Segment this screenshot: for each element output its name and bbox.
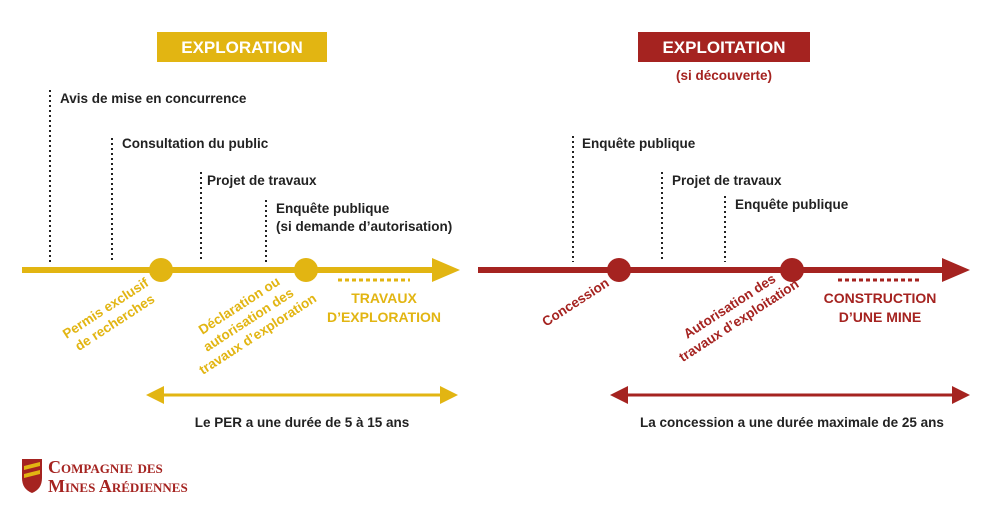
exploitation-axis-arrowhead — [942, 258, 970, 282]
milestone-label-autorisation: Autorisation des travaux d’exploitation — [676, 271, 801, 365]
milestone-dot-declaration — [294, 258, 318, 282]
exploitation-event-lines — [572, 136, 726, 262]
milestone-dot-concession — [607, 258, 631, 282]
exploitation-title: EXPLOITATION — [662, 38, 785, 57]
exploration-phase-label-line1: TRAVAUX — [351, 290, 417, 306]
logo: Compagnie des Mines Arédiennes — [22, 457, 188, 496]
exploitation-duration-arrowhead-right — [952, 386, 970, 404]
exploration-duration-arrowhead-left — [146, 386, 164, 404]
exploitation-title-box — [638, 32, 810, 62]
milestone-dot-per — [149, 258, 173, 282]
exploration-axis-arrowhead — [432, 258, 460, 282]
event-label-enquete-note: (si demande d’autorisation) — [276, 219, 452, 234]
event-label-projet-travaux: Projet de travaux — [672, 173, 782, 188]
milestone-label-concession: Concession — [539, 275, 611, 329]
logo-line-1: Compagnie des — [48, 457, 163, 477]
exploitation-duration-arrowhead-left — [610, 386, 628, 404]
milestone-label-declaration: Déclaration ou autorisation des travaux … — [196, 274, 319, 378]
event-label-enquete-publique: Enquête publique — [276, 201, 390, 216]
exploration-duration-arrowhead-right — [440, 386, 458, 404]
svg-text:Concession: Concession — [539, 275, 611, 329]
exploration-title: EXPLORATION — [181, 38, 303, 57]
exploitation-phase-label-line2: D’UNE MINE — [839, 309, 921, 325]
milestone-label-per: Permis exclusif de recherches — [60, 275, 157, 354]
exploitation-duration-label: La concession a une durée maximale de 25… — [640, 415, 944, 430]
logo-line-2: Mines Arédiennes — [48, 476, 188, 496]
exploitation-subtitle: (si découverte) — [676, 68, 772, 83]
event-label-avis: Avis de mise en concurrence — [60, 91, 247, 106]
event-label-enquete-publique-1: Enquête publique — [582, 136, 696, 151]
milestone-dot-autorisation — [780, 258, 804, 282]
event-label-consultation: Consultation du public — [122, 136, 269, 151]
exploitation-phase-label-line1: CONSTRUCTION — [824, 290, 937, 306]
shield-stripes — [24, 462, 40, 478]
event-label-enquete-publique-2: Enquête publique — [735, 197, 849, 212]
exploration-phase-label-line2: D’EXPLORATION — [327, 309, 441, 325]
exploration-event-lines — [49, 90, 267, 262]
exploration-duration-label: Le PER a une durée de 5 à 15 ans — [195, 415, 410, 430]
exploration-title-box — [157, 32, 327, 62]
event-label-projet-travaux: Projet de travaux — [207, 173, 317, 188]
